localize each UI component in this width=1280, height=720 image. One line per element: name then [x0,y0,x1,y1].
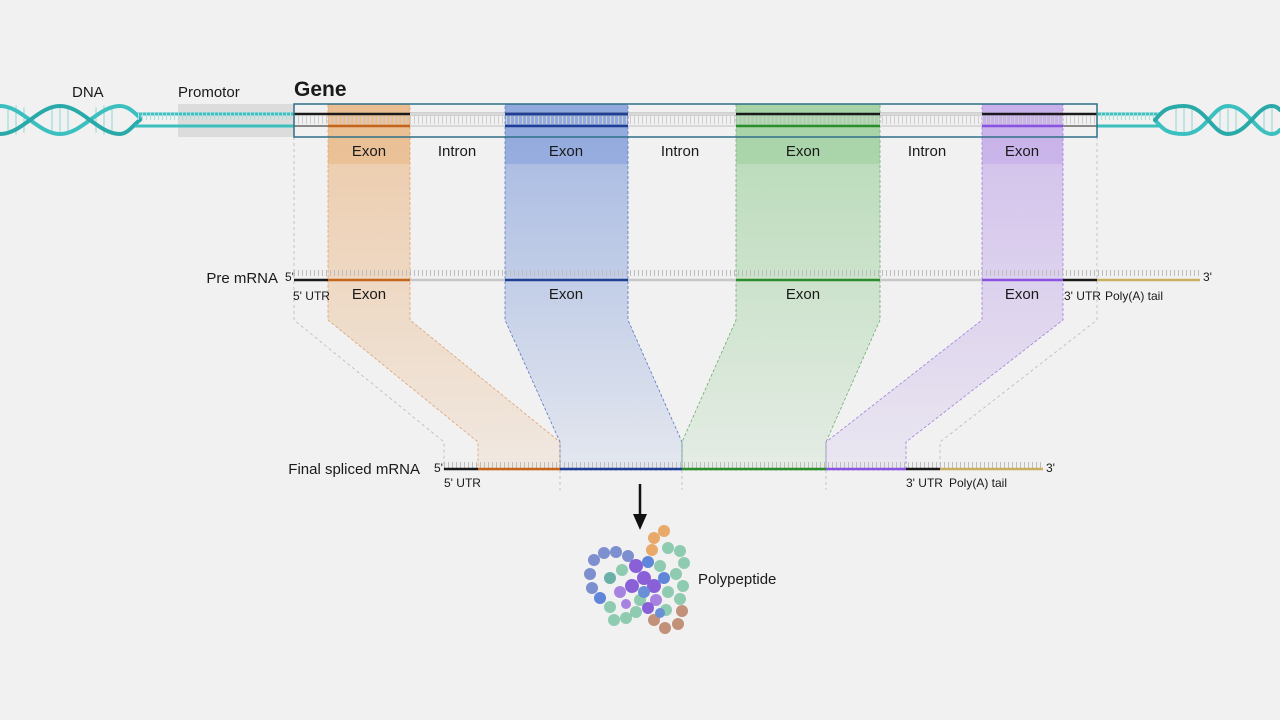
pre-mrna-exon-1-label: Exon [352,286,386,303]
gene-title: Gene [294,78,347,101]
gene-intron-1-label: Intron [438,143,476,160]
pre-mrna-exon-3-label: Exon [786,286,820,303]
gene-intron-3-label: Intron [908,143,946,160]
gene-box [293,103,1098,138]
final-mrna-label: Final spliced mRNA [288,461,420,478]
gene-exon-1-label: Exon [352,143,386,160]
dna-label: DNA [72,84,104,101]
final-mrna-5utr: 5' UTR [444,476,481,490]
promotor-region [178,104,294,137]
final-mrna-polya: Poly(A) tail [949,476,1007,490]
translation-arrow [633,484,647,530]
final-mrna-3utr: 3' UTR [906,476,943,490]
gene-intron-2-label: Intron [661,143,699,160]
utr-guides [293,137,1098,490]
gene-exon-2-label: Exon [549,143,583,160]
gene-strand [294,112,1097,128]
final-mrna-3prime: 3' [1046,461,1055,475]
pre-mrna-label: Pre mRNA [206,270,278,287]
promotor-label: Promotor [178,84,240,101]
gene-exon-4-label: Exon [1005,143,1039,160]
exon-4-band [825,103,1064,471]
dna-helix-left [0,103,142,137]
pre-mrna-5prime: 5' [285,270,294,284]
dna-helix-right [1153,103,1280,137]
final-mrna-strand [444,462,1043,471]
gene-exon-3-label: Exon [786,143,820,160]
polypeptide-icon [584,525,690,634]
pre-mrna-strand [294,270,1200,282]
pre-mrna-exon-4-label: Exon [1005,286,1039,303]
pre-mrna-polya: Poly(A) tail [1105,289,1163,303]
pre-mrna-3utr: 3' UTR [1064,289,1101,303]
pre-mrna-5utr: 5' UTR [293,289,330,303]
exon-1-band [327,103,561,471]
pre-mrna-3prime: 3' [1203,270,1212,284]
final-mrna-5prime: 5' [434,461,443,475]
dna-strand [135,112,1160,128]
polypeptide-label: Polypeptide [698,571,776,588]
pre-mrna-exon-2-label: Exon [549,286,583,303]
